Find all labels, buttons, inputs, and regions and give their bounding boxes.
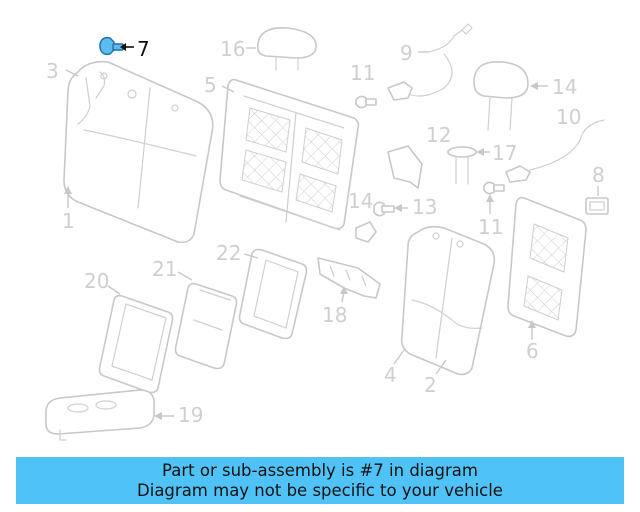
callout-3: 3 (46, 59, 59, 83)
part-19-cupholder (45, 389, 155, 441)
banner-line-1: Part or sub-assembly is #7 in diagram (162, 460, 478, 480)
arrow-19 (154, 412, 162, 420)
part-15-headrest (473, 61, 529, 131)
arrow-17 (476, 148, 484, 156)
part-17-guide (447, 146, 477, 185)
callout-16: 16 (220, 37, 245, 61)
callout-5: 5 (204, 73, 217, 97)
part-14-hook (355, 221, 377, 243)
leader-22 (243, 253, 259, 259)
arrow-15 (530, 82, 538, 90)
callout-12: 12 (426, 123, 451, 147)
callout-18: 18 (322, 303, 347, 327)
part-18-bracket (317, 257, 381, 299)
callout-20: 20 (84, 269, 109, 293)
part-20-cushion (98, 294, 174, 394)
part-6-seatback-frame (507, 196, 587, 338)
part-16-headrest (256, 27, 317, 71)
arrow-11-lower (486, 194, 494, 202)
leader-5 (221, 85, 235, 93)
part-22-panel (238, 248, 308, 340)
info-banner: Part or sub-assembly is #7 in diagram Di… (16, 457, 624, 504)
leader-4 (393, 349, 405, 365)
arrow-6 (528, 320, 536, 328)
part-8-latch (585, 197, 609, 215)
banner-line-2: Diagram may not be specific to your vehi… (137, 480, 503, 500)
leader-20 (107, 285, 121, 295)
callout-7: 7 (137, 37, 150, 61)
callout-2: 2 (424, 373, 437, 397)
parts-diagram: 7 3 1 16 5 9 (45, 23, 609, 441)
callout-1: 1 (62, 209, 75, 233)
part-9-cable (387, 23, 473, 101)
part-5-seatback-frame (219, 78, 360, 231)
callout-19: 19 (178, 403, 203, 427)
callout-8: 8 (592, 163, 605, 187)
arrow-13 (394, 204, 402, 212)
callout-4: 4 (384, 363, 397, 387)
callout-6: 6 (526, 339, 539, 363)
callout-13: 13 (412, 195, 437, 219)
leader-3 (65, 69, 79, 77)
leader-21 (177, 271, 193, 281)
part-12-cover (387, 145, 423, 189)
callout-9: 9 (400, 41, 413, 65)
callout-14: 14 (348, 189, 373, 213)
part-11-bolt-lower (483, 181, 505, 195)
callout-21: 21 (152, 257, 177, 281)
part-10-cable (505, 119, 605, 183)
arrow-1 (64, 186, 72, 194)
part-13-bolt (373, 201, 395, 217)
arrow-18 (340, 286, 348, 294)
callout-22: 22 (216, 241, 241, 265)
part-2-seatback-cushion (400, 225, 496, 376)
part-7-bolt-highlighted[interactable] (99, 36, 134, 56)
callout-10: 10 (556, 105, 581, 129)
callout-15: 14 (552, 75, 577, 99)
part-21-panel (174, 282, 238, 370)
callout-17: 17 (492, 141, 517, 165)
part-1-seatback-cushion (63, 60, 214, 244)
callout-11-lower: 11 (478, 215, 503, 239)
leader-2 (435, 359, 447, 375)
part-11-bolt-upper (355, 95, 377, 109)
callout-11-upper: 11 (350, 61, 375, 85)
